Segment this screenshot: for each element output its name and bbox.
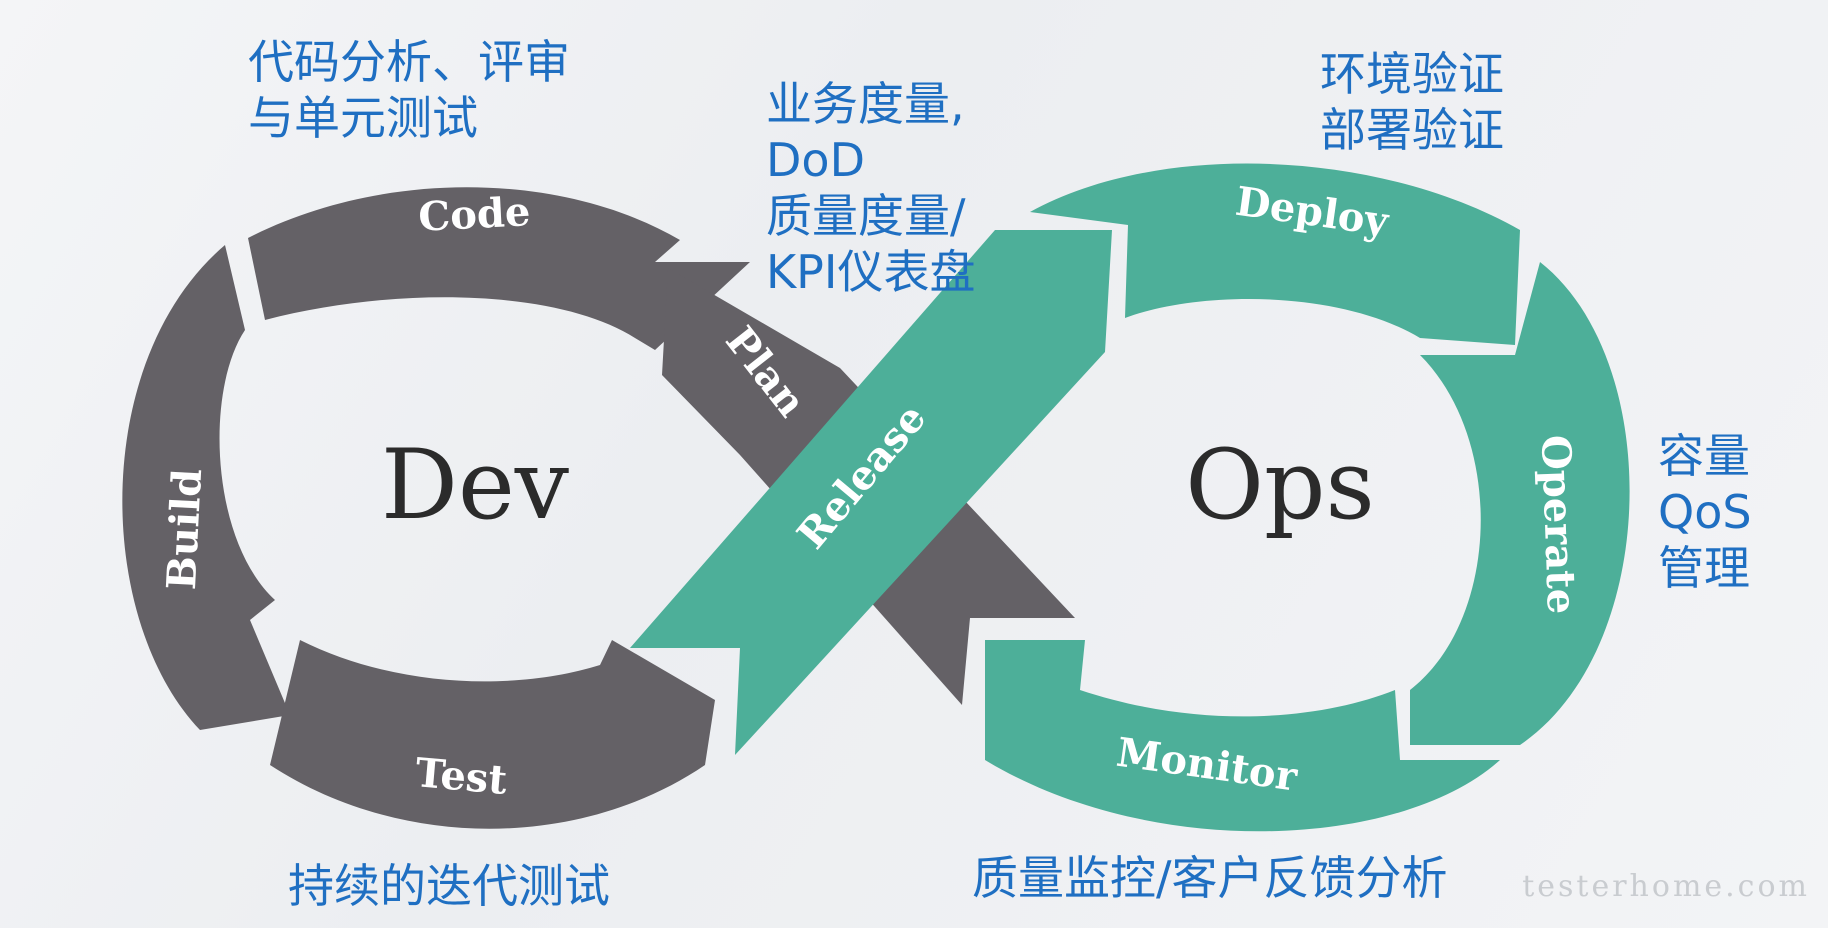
segment-deploy	[1030, 163, 1520, 345]
annotation-capacity: 容量 QoS 管理	[1658, 428, 1752, 596]
build-label: Build	[158, 467, 211, 591]
segment-build	[122, 245, 290, 730]
ops-loop	[630, 163, 1630, 832]
annotation-line: 代码分析、评审	[248, 35, 570, 89]
test-label: Test	[413, 749, 509, 804]
annotation-plan-metrics: 业务度量, DoD 质量度量/ KPI仪表盘	[766, 76, 975, 300]
operate-label: Operate	[1532, 434, 1585, 615]
segment-code	[248, 187, 750, 350]
code-label: Code	[417, 188, 531, 241]
annotation-iterative-test: 持续的迭代测试	[288, 859, 610, 913]
annotation-line: 部署验证	[1320, 103, 1504, 157]
annotation-line: 环境验证	[1320, 47, 1504, 101]
dev-center-label: Dev	[381, 429, 569, 541]
annotation-line: QoS	[1658, 485, 1752, 539]
annotation-deploy-verify: 环境验证 部署验证	[1320, 46, 1504, 158]
annotation-line: DoD	[766, 133, 865, 187]
annotation-line: 质量度量/	[766, 189, 966, 243]
annotation-line: 业务度量,	[766, 77, 965, 131]
annotation-line: 与单元测试	[248, 91, 478, 145]
annotation-code-analysis: 代码分析、评审 与单元测试	[248, 34, 570, 146]
ops-center-label: Ops	[1185, 429, 1374, 541]
annotation-monitoring: 质量监控/客户反馈分析	[972, 851, 1448, 905]
annotation-line: 容量	[1658, 429, 1750, 483]
segment-test	[270, 640, 715, 829]
watermark-text: testerhome.com	[1522, 869, 1810, 904]
segment-operate	[1410, 262, 1630, 745]
annotation-line: KPI仪表盘	[766, 245, 976, 299]
annotation-line: 管理	[1658, 541, 1750, 595]
segment-release	[630, 230, 1112, 755]
segment-monitor	[985, 640, 1500, 832]
